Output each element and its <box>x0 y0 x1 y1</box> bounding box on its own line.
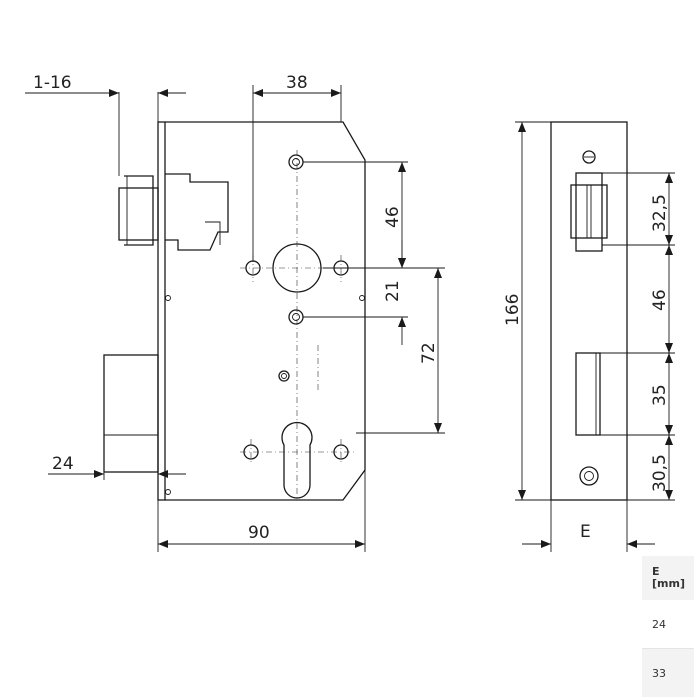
table-header-label: E <box>652 565 660 578</box>
table-header: E [mm] <box>642 556 694 600</box>
forend-plate <box>157 121 166 501</box>
dim-90: 90 <box>248 523 270 543</box>
dead-bolt <box>103 354 159 473</box>
dim-32-5: 32,5 <box>650 194 670 232</box>
faceplate-screw-bottom <box>579 466 599 486</box>
screw-mid <box>288 309 304 325</box>
faceplate <box>550 121 628 501</box>
latch-face <box>570 172 608 252</box>
dim-21: 21 <box>383 280 403 302</box>
latch-bolt <box>118 173 229 251</box>
deadbolt-face <box>575 352 601 436</box>
dim-E: E <box>580 522 591 542</box>
lock-case <box>165 121 366 501</box>
cylinder-hole <box>281 421 313 499</box>
dim-46-side: 46 <box>650 289 670 311</box>
front-view <box>103 121 366 501</box>
side-view <box>550 121 628 501</box>
table-row: 33 <box>642 648 694 697</box>
table-row: 24 <box>642 600 694 649</box>
dim-35: 35 <box>650 384 670 406</box>
faceplate-screw-top <box>582 150 596 164</box>
faceplate-size-table: E [mm] 24 33 <box>642 556 694 697</box>
dim-24: 24 <box>52 454 74 474</box>
dim-166: 166 <box>503 294 523 326</box>
dim-backset-range: 1-16 <box>33 73 72 93</box>
dim-46-front: 46 <box>383 206 403 228</box>
side-dimensions: 166 32,5 46 35 30,5 E <box>503 121 675 552</box>
front-dimensions: 1-16 38 46 21 72 24 90 <box>25 73 445 552</box>
table-header-unit: [mm] <box>652 577 685 590</box>
dim-30-5: 30,5 <box>650 454 670 492</box>
dim-38: 38 <box>286 73 308 93</box>
dim-72: 72 <box>419 342 439 364</box>
stud <box>278 370 290 382</box>
screw-top <box>288 154 304 170</box>
